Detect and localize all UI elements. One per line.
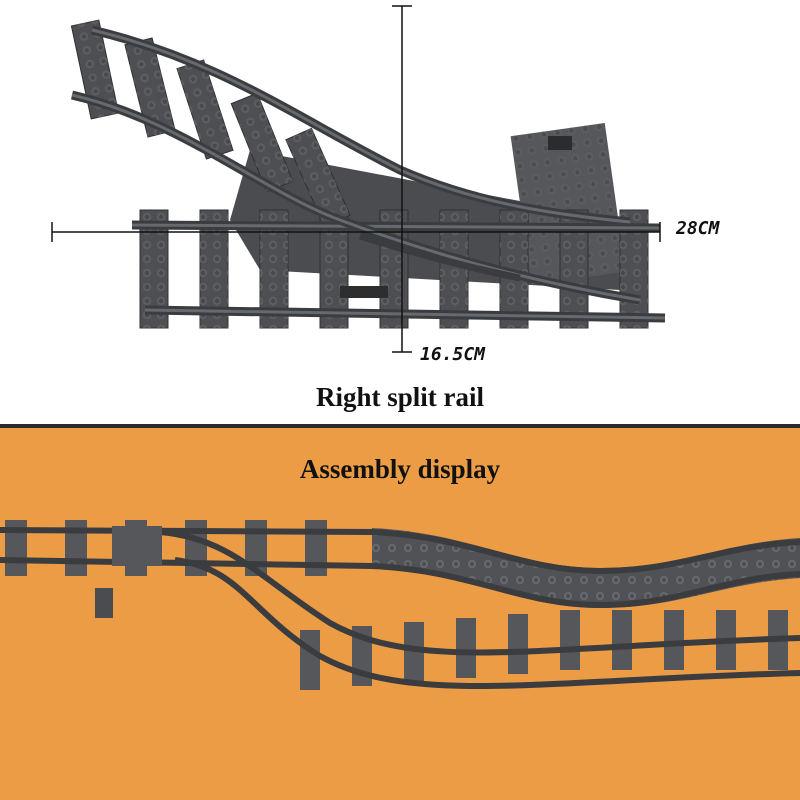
top-caption: Right split rail xyxy=(315,382,484,412)
assembly-sleeper xyxy=(612,610,632,670)
height-dimension-label: 16.5CM xyxy=(420,344,486,365)
curved-track-sleepers xyxy=(70,19,351,228)
assembly-sleeper xyxy=(456,618,476,678)
assembly-track-illustration xyxy=(0,520,800,690)
assembly-sleeper xyxy=(560,610,580,670)
width-dimension-label: 28CM xyxy=(675,218,721,239)
bottom-caption: Assembly display xyxy=(299,454,501,484)
panel-divider xyxy=(0,424,800,428)
assembly-sleeper xyxy=(664,610,684,670)
assembly-sleeper xyxy=(404,622,424,682)
sleeper-studs xyxy=(231,93,293,192)
sleeper-studs xyxy=(71,20,119,119)
sleeper-studs xyxy=(285,128,351,227)
switch-box xyxy=(112,526,162,566)
sleeper-studs xyxy=(124,38,176,137)
product-photo-panel: 28CM 16.5CM Right split rail xyxy=(51,5,721,412)
assembly-sleeper xyxy=(508,614,528,674)
dimension-lines xyxy=(51,5,661,353)
right-split-rail-illustration: 28CM 16.5CM xyxy=(51,5,721,365)
assembly-sleeper xyxy=(300,630,320,690)
straight-rails xyxy=(131,220,666,323)
sleeper-studs xyxy=(177,59,233,160)
assembly-rails xyxy=(0,527,800,689)
switch-lever xyxy=(95,588,113,618)
assembly-display-panel: Assembly display xyxy=(0,428,800,800)
curved-rails xyxy=(70,25,641,305)
